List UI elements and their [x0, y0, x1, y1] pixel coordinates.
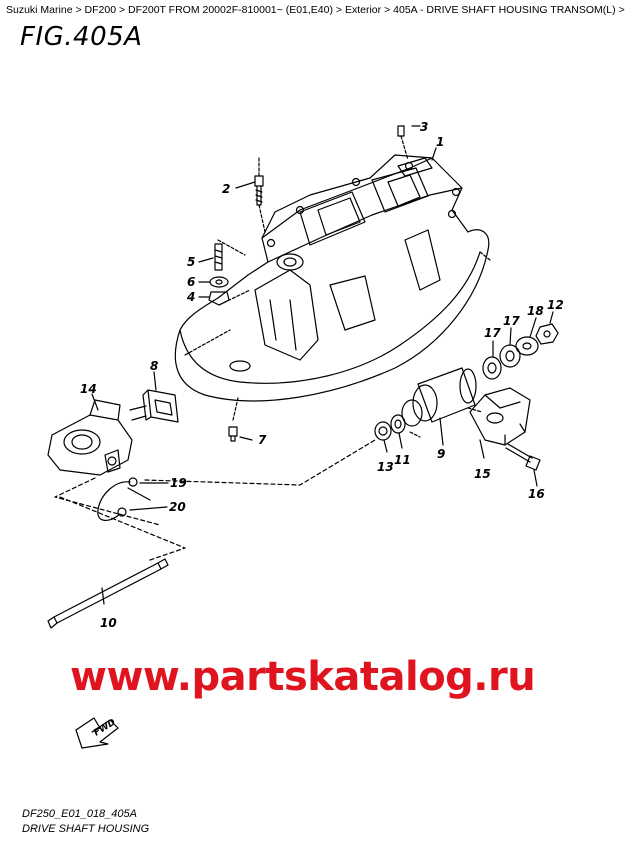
breadcrumb-item-current[interactable]: 405A - DRIVE SHAFT HOUSING TRANSOM(L) [393, 4, 616, 16]
callout-8[interactable]: 8 [150, 359, 158, 373]
breadcrumb: Suzuki Marine > DF200 > DF200T FROM 2000… [6, 4, 625, 16]
figure-title: FIG.405A [20, 22, 143, 52]
callout-3[interactable]: 3 [420, 120, 428, 134]
mount-9-drawing [401, 367, 477, 427]
breadcrumb-separator: > [618, 4, 625, 16]
parts-diagram: FWD 3 1 2 5 6 4 7 8 14 9 11 13 15 16 17 … [47, 120, 564, 749]
breadcrumb-item-model[interactable]: DF200T FROM 20002F-810001~ (E01,E40) [128, 4, 333, 16]
washer-17a-drawing [482, 356, 502, 380]
callout-5[interactable]: 5 [187, 255, 195, 269]
fwd-arrow-icon [75, 717, 119, 749]
callout-12[interactable]: 12 [547, 298, 564, 312]
callout-6[interactable]: 6 [187, 275, 195, 289]
drive-shaft-10-drawing [47, 558, 169, 629]
callout-1[interactable]: 1 [436, 135, 444, 149]
callout-20[interactable]: 20 [169, 500, 186, 514]
callout-11[interactable]: 11 [394, 453, 411, 467]
figure-code: DF250_E01_018_405A [22, 808, 137, 820]
callout-13[interactable]: 13 [377, 460, 394, 474]
drive-shaft-housing-drawing [174, 154, 490, 402]
washer-6-drawing [209, 276, 229, 288]
bolt-16-drawing [505, 443, 541, 471]
breadcrumb-separator: > [75, 4, 82, 16]
leader-lines [91, 125, 554, 605]
breadcrumb-item-suzuki-marine[interactable]: Suzuki Marine [6, 4, 73, 16]
breadcrumb-item-exterior[interactable]: Exterior [344, 4, 382, 16]
callout-4[interactable]: 4 [186, 290, 195, 304]
callout-14[interactable]: 14 [80, 382, 97, 396]
callout-2[interactable]: 2 [222, 182, 230, 196]
stud-5-drawing [214, 243, 223, 271]
callout-18[interactable]: 18 [527, 304, 544, 318]
figure-caption: DRIVE SHAFT HOUSING [22, 823, 150, 835]
washer-11-drawing [390, 414, 406, 434]
bolt-2-drawing [254, 157, 266, 233]
plate-8-drawing [129, 389, 179, 423]
washer-17b-drawing [499, 344, 521, 368]
callout-9[interactable]: 9 [437, 447, 445, 461]
breadcrumb-separator: > [118, 4, 126, 16]
breadcrumb-separator: > [335, 4, 343, 16]
watermark: www.partskatalog.ru [70, 654, 536, 700]
washer-13-drawing [374, 421, 392, 441]
callout-17b[interactable]: 17 [503, 314, 520, 328]
callout-7[interactable]: 7 [258, 433, 267, 447]
callout-10[interactable]: 10 [100, 616, 117, 630]
pin-3-drawing [397, 125, 405, 137]
callout-15[interactable]: 15 [474, 467, 491, 481]
callout-17a[interactable]: 17 [484, 326, 501, 340]
breadcrumb-item-df200[interactable]: DF200 [84, 4, 117, 16]
nut-12-drawing [535, 323, 559, 345]
lead-wire-drawing [97, 477, 151, 521]
bolt-7-drawing [228, 397, 239, 442]
breadcrumb-separator: > [384, 4, 391, 16]
bracket-14-drawing [47, 399, 133, 476]
callout-19[interactable]: 19 [170, 476, 187, 490]
callout-16[interactable]: 16 [528, 487, 545, 501]
washer-18-drawing [515, 336, 539, 356]
cover-15-drawing [469, 387, 531, 446]
